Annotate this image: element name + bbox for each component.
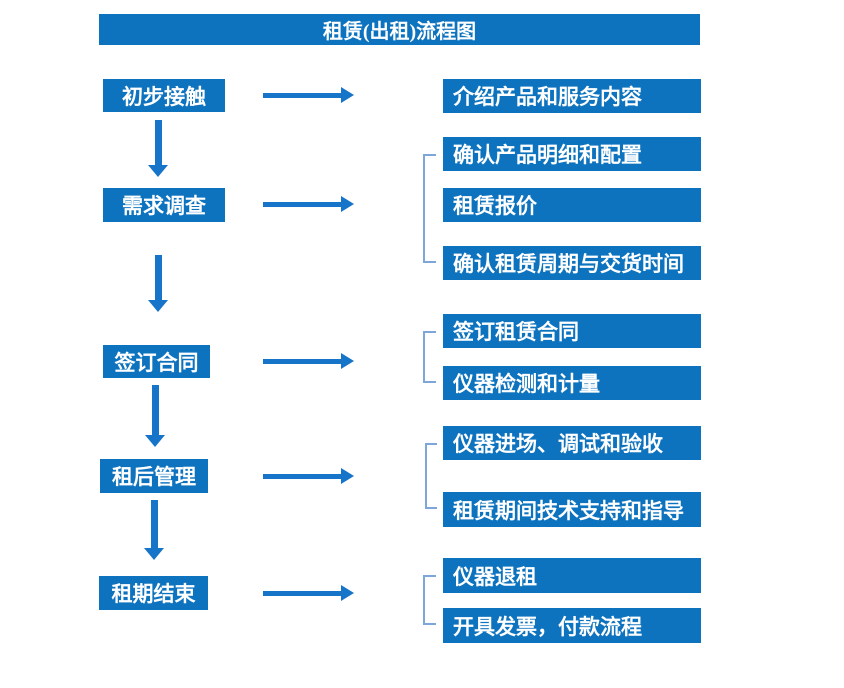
arrow-stem bbox=[263, 359, 341, 364]
arrow-head bbox=[145, 435, 165, 447]
arrow-stem bbox=[152, 385, 159, 435]
output-label: 确认产品明细和配置 bbox=[453, 143, 642, 167]
step-box-initial-contact: 初步接触 bbox=[103, 79, 225, 112]
step-label: 初步接触 bbox=[122, 84, 206, 109]
output-box-rental-quote: 租赁报价 bbox=[443, 188, 701, 222]
output-box-instrument-return: 仪器退租 bbox=[443, 558, 701, 593]
step-box-rental-end: 租期结束 bbox=[99, 576, 208, 610]
arrow-stem bbox=[151, 500, 158, 548]
arrow-head bbox=[341, 196, 354, 212]
arrow-head bbox=[148, 300, 168, 312]
output-label: 租赁报价 bbox=[453, 194, 537, 218]
arrow-stem bbox=[155, 120, 162, 165]
output-box-introduce-products: 介绍产品和服务内容 bbox=[443, 79, 701, 113]
arrow-right-icon bbox=[263, 87, 354, 104]
arrow-down-icon bbox=[144, 500, 164, 560]
arrow-head bbox=[341, 87, 354, 103]
arrow-right-icon bbox=[263, 468, 354, 485]
step-label: 签订合同 bbox=[114, 350, 199, 375]
arrow-right-icon bbox=[263, 585, 354, 602]
output-box-instrument-setup-acceptance: 仪器进场、调试和验收 bbox=[443, 426, 701, 460]
output-label: 开具发票，付款流程 bbox=[453, 614, 642, 639]
output-box-confirm-rental-period: 确认租赁周期与交货时间 bbox=[443, 246, 701, 280]
arrow-right-icon bbox=[263, 353, 354, 370]
bracket-icon bbox=[423, 575, 436, 625]
output-label: 仪器进场、调试和验收 bbox=[453, 432, 663, 456]
arrow-down-icon bbox=[145, 385, 165, 447]
output-box-confirm-product-details: 确认产品明细和配置 bbox=[443, 137, 701, 171]
arrow-head bbox=[144, 548, 164, 560]
output-label: 确认租赁周期与交货时间 bbox=[453, 252, 684, 276]
output-box-invoice-payment: 开具发票，付款流程 bbox=[443, 608, 701, 643]
step-label: 需求调查 bbox=[122, 194, 206, 218]
output-label: 签订租赁合同 bbox=[453, 320, 579, 344]
output-label: 仪器退租 bbox=[453, 564, 537, 589]
step-label: 租后管理 bbox=[112, 465, 196, 489]
output-box-technical-support: 租赁期间技术支持和指导 bbox=[443, 492, 701, 527]
step-box-contract-signing: 签订合同 bbox=[103, 345, 210, 378]
arrow-head bbox=[148, 165, 168, 177]
arrow-head bbox=[341, 468, 354, 484]
bracket-icon bbox=[425, 443, 437, 509]
arrow-right-icon bbox=[263, 196, 354, 213]
bracket-icon bbox=[423, 331, 436, 383]
arrow-stem bbox=[155, 255, 162, 300]
flowchart-title-banner: 租赁(出租)流程图 bbox=[99, 14, 700, 45]
arrow-down-icon bbox=[148, 255, 168, 312]
arrow-stem bbox=[263, 93, 341, 98]
bracket-icon bbox=[423, 154, 436, 263]
arrow-down-icon bbox=[148, 120, 168, 177]
arrow-stem bbox=[263, 474, 341, 479]
arrow-head bbox=[341, 353, 354, 369]
arrow-stem bbox=[263, 202, 341, 207]
step-box-post-rental-management: 租后管理 bbox=[100, 459, 208, 493]
output-label: 租赁期间技术支持和指导 bbox=[453, 498, 684, 523]
arrow-head bbox=[341, 585, 354, 601]
arrow-stem bbox=[263, 591, 341, 596]
output-label: 仪器检测和计量 bbox=[453, 372, 600, 396]
flowchart-title: 租赁(出租)流程图 bbox=[322, 21, 477, 43]
step-box-demand-survey: 需求调查 bbox=[103, 188, 225, 222]
output-box-instrument-inspection: 仪器检测和计量 bbox=[443, 366, 701, 400]
step-label: 租期结束 bbox=[111, 582, 196, 606]
output-label: 介绍产品和服务内容 bbox=[453, 85, 642, 109]
output-box-sign-rental-contract: 签订租赁合同 bbox=[443, 314, 701, 348]
